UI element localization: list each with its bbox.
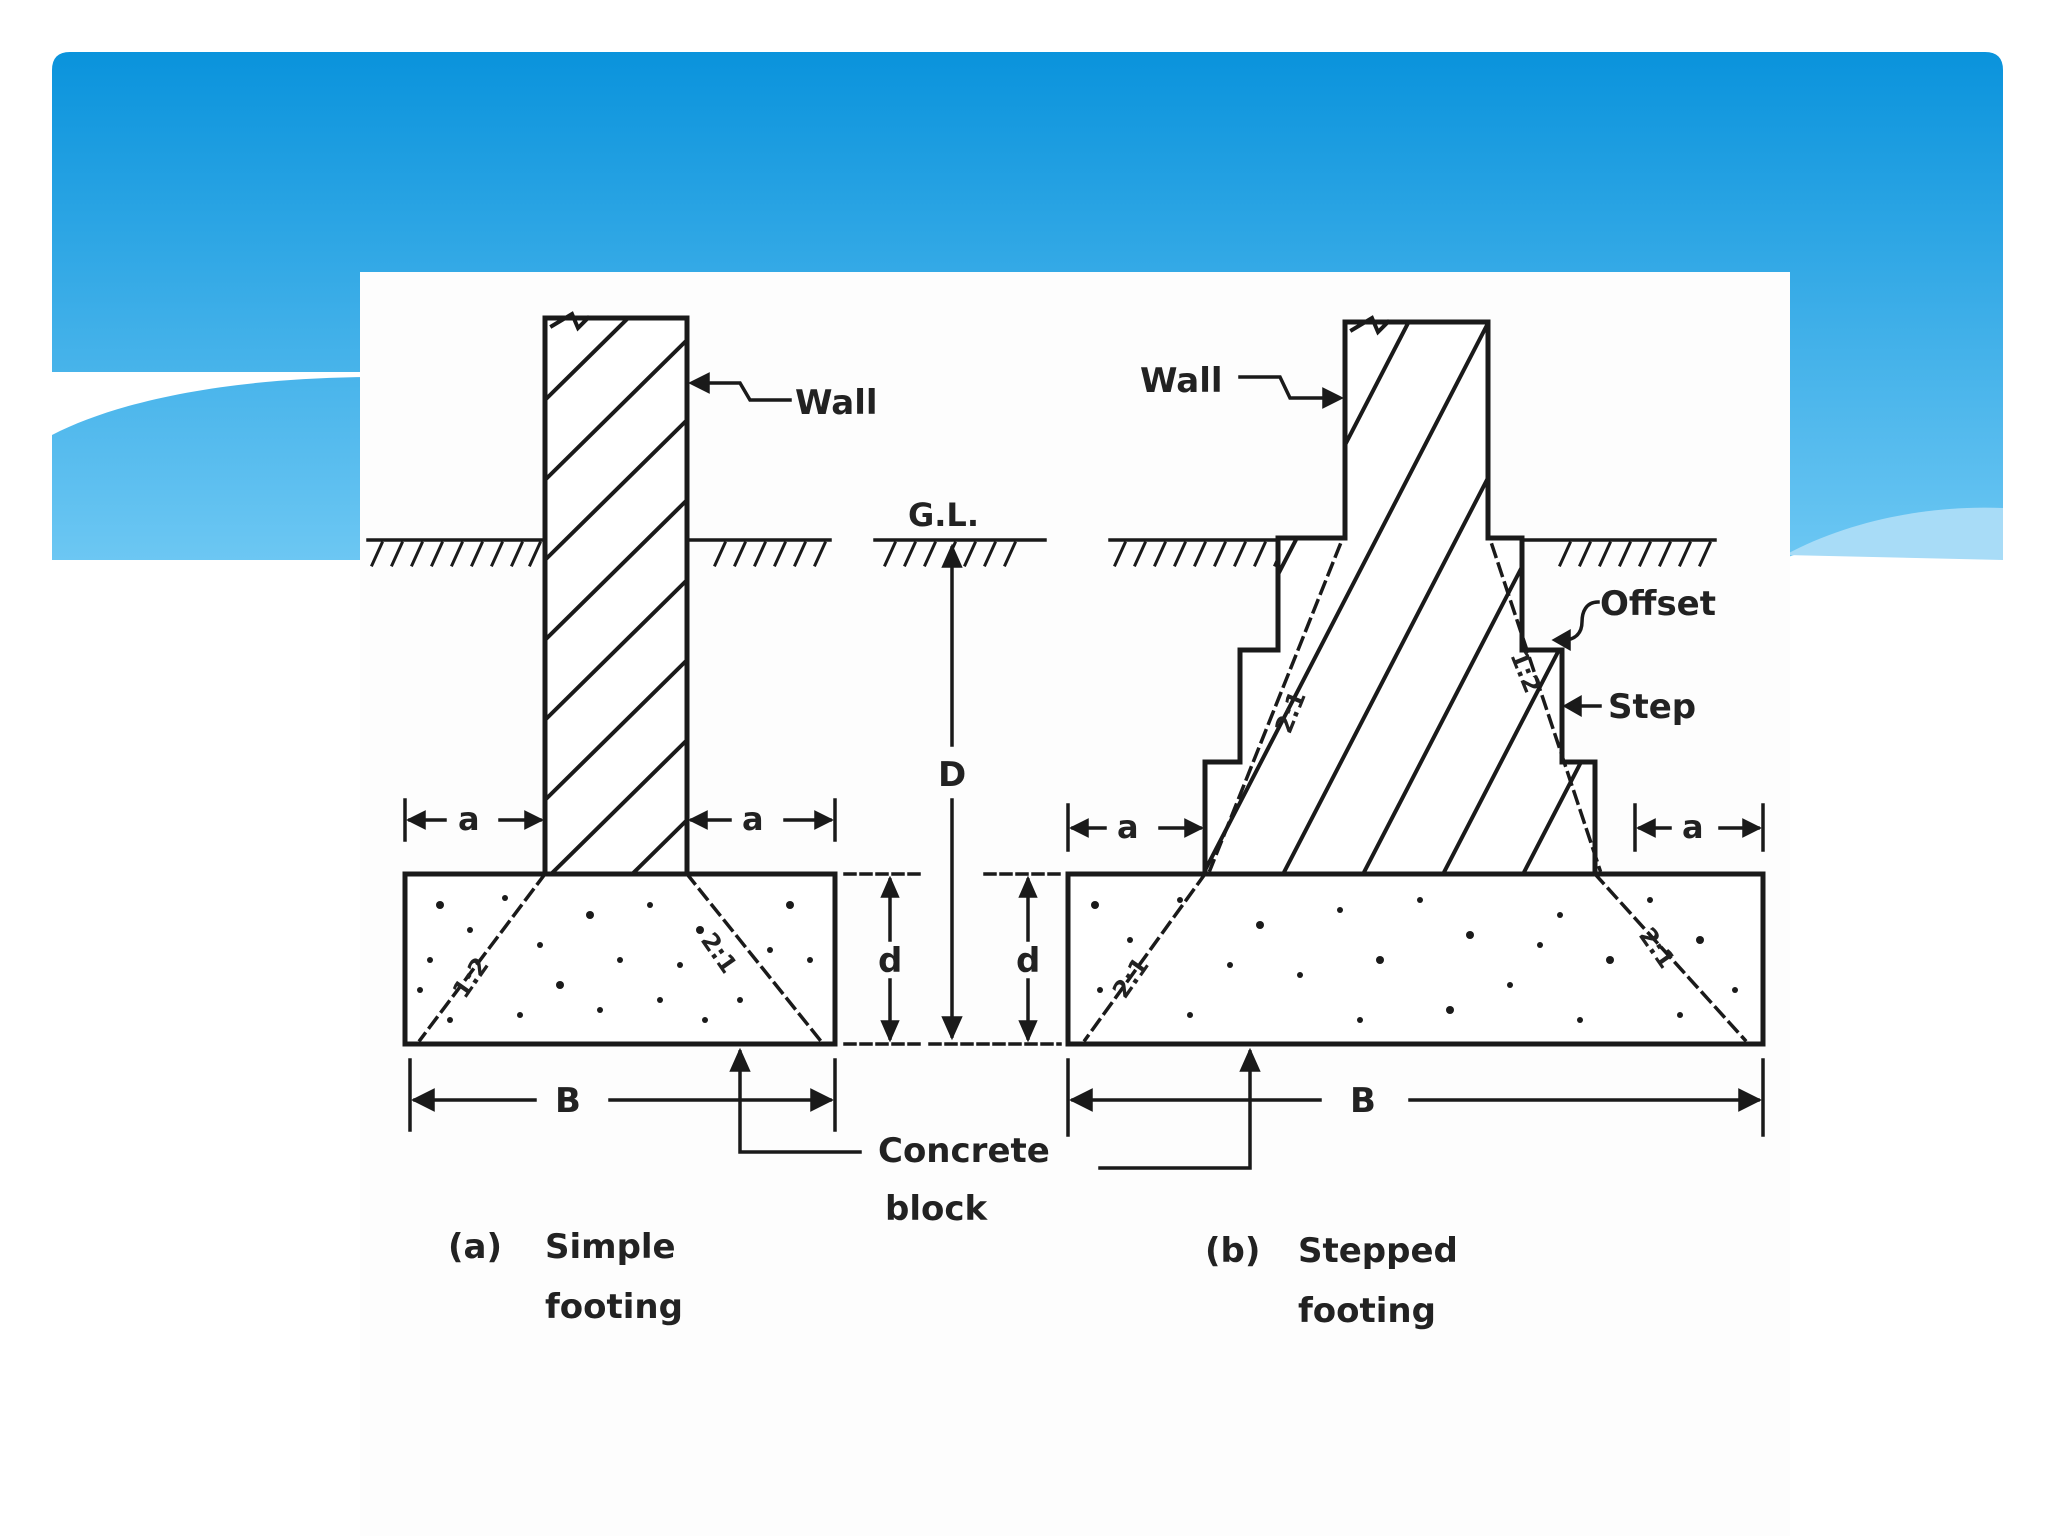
label-concrete-2: block — [885, 1189, 989, 1229]
wall-break-a — [549, 311, 591, 332]
caption-a-line1: Simple — [545, 1227, 676, 1267]
ground-line-a — [366, 538, 832, 567]
label-wall-a: Wall — [795, 383, 878, 423]
caption-b-line2: footing — [1298, 1291, 1436, 1331]
offset-step-leaders — [1551, 600, 1602, 718]
label-wall-b: Wall — [1140, 361, 1223, 401]
label-a-right-b: a — [1682, 808, 1704, 846]
concrete-block-b — [1065, 871, 1766, 1047]
concrete-leaders — [729, 1047, 1261, 1170]
label-offset: Offset — [1600, 584, 1716, 624]
label-d-a: d — [878, 941, 902, 981]
concrete-speckle-a — [417, 895, 813, 1023]
label-B-b: B — [1350, 1081, 1376, 1121]
dim-D — [873, 538, 1062, 1046]
concrete-speckle-b — [1091, 897, 1738, 1023]
caption-a-line2: footing — [545, 1287, 683, 1327]
dim-a-stepped — [1066, 803, 1765, 852]
label-a-left-a: a — [458, 800, 480, 838]
dim-B-simple — [408, 1058, 837, 1132]
diagram-labels: Wall Wall G.L. D d d a a a a B B Offset … — [447, 361, 1716, 1331]
caption-b-tag: (b) — [1205, 1231, 1260, 1271]
label-concrete-1: Concrete — [878, 1131, 1050, 1171]
ground-line-b — [1108, 538, 1717, 567]
label-step: Step — [1608, 687, 1696, 727]
label-a-left-b: a — [1117, 808, 1139, 846]
label-depth-D: D — [938, 755, 966, 795]
label-d-mid: d — [1016, 941, 1040, 981]
footing-diagram — [366, 311, 1766, 1170]
wall-leaders — [688, 372, 1344, 409]
caption-b-line1: Stepped — [1298, 1231, 1458, 1271]
dim-d-simple — [843, 872, 922, 1046]
wall-a — [542, 315, 690, 877]
label-a-right-a: a — [742, 800, 764, 838]
dim-a-simple — [403, 798, 837, 842]
label-B-a: B — [555, 1081, 581, 1121]
label-gl: G.L. — [908, 496, 979, 534]
wall-break-b — [1349, 315, 1391, 336]
caption-a-tag: (a) — [448, 1227, 502, 1267]
dim-B-stepped — [1066, 1058, 1765, 1137]
